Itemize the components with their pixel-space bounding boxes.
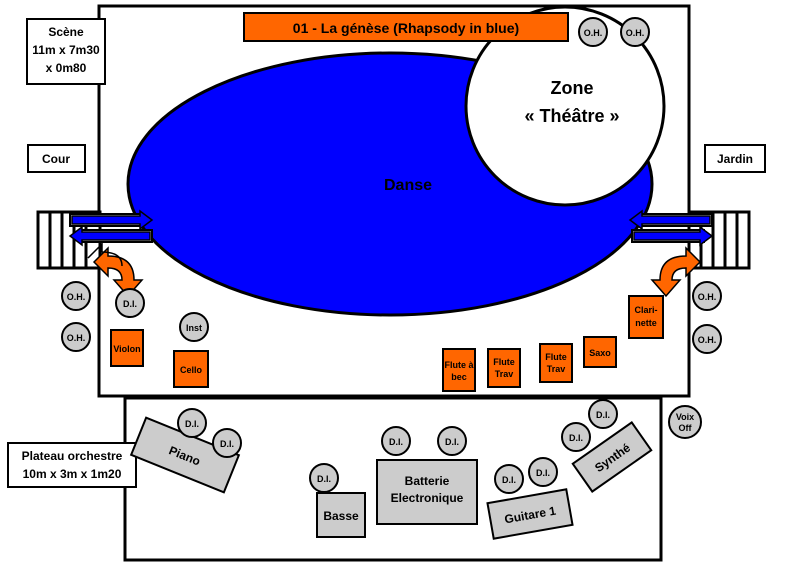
inst-circle: [179, 312, 209, 342]
voix-off-line1: Voix: [676, 412, 694, 422]
drums-box: [376, 459, 478, 525]
saxo-box: [583, 336, 617, 368]
di-label-basse: D.I.: [317, 474, 331, 484]
theatre-zone: [464, 5, 666, 207]
cello-label: Cello: [180, 365, 203, 375]
di-label-guitar-2: D.I.: [536, 468, 550, 478]
theatre-zone-line1: Zone: [551, 78, 594, 98]
voix-off-line2: Off: [679, 423, 693, 433]
clarinette-line1: Clari-: [634, 305, 657, 315]
cello-box: [173, 350, 209, 388]
title-bar: [243, 12, 569, 42]
oh-label-right-2: O.H.: [698, 335, 717, 345]
dance-label: Danse: [384, 177, 432, 194]
entrance-arrows-right: [628, 209, 714, 247]
flute-trav-1-box: [487, 348, 521, 388]
cour-label: Cour: [42, 152, 70, 166]
guitar-group: Guitare 1: [486, 488, 574, 540]
di-circle-synth-1: [588, 399, 618, 429]
saxo-label: Saxo: [589, 348, 611, 358]
basse-box: [316, 492, 366, 538]
basse-label: Basse: [323, 509, 359, 523]
violon-box: [110, 329, 144, 367]
curve-arrows-right: [650, 246, 702, 298]
di-label-piano-2: D.I.: [220, 439, 234, 449]
di-circle-drums-2: [437, 426, 467, 456]
di-label-guitar-1: D.I.: [502, 475, 516, 485]
flute-trav-2-line2: Trav: [547, 364, 566, 374]
oh-circle-top-2: [620, 17, 650, 47]
synth-box: [571, 421, 653, 493]
flute-trav-2-box: [539, 343, 573, 383]
di-label-stage: D.I.: [123, 299, 137, 309]
di-label-drums-1: D.I.: [389, 437, 403, 447]
oh-label-left-1: O.H.: [67, 292, 86, 302]
oh-label-left-2: O.H.: [67, 333, 86, 343]
oh-circle-top-1: [578, 17, 608, 47]
orchestra-info-box: [7, 442, 137, 488]
di-label-drums-2: D.I.: [445, 437, 459, 447]
oh-circle-left-1: [61, 281, 91, 311]
di-label-piano-1: D.I.: [185, 419, 199, 429]
oh-label-top-1: O.H.: [584, 28, 603, 38]
drums-line1: Batterie: [405, 474, 450, 488]
title-text: 01 - La génèse (Rhapsody in blue): [293, 20, 519, 36]
entrance-arrows-left: [68, 209, 154, 247]
scene-info-line1: Scène: [48, 25, 84, 39]
flute-trav-1-line2: Trav: [495, 369, 514, 379]
inst-label: Inst: [186, 323, 202, 333]
oh-label-right-1: O.H.: [698, 292, 717, 302]
flute-trav-1-line1: Flute: [493, 357, 515, 367]
cour-box: [27, 144, 86, 173]
flute-bec-box: [442, 348, 476, 392]
oh-circle-right-1: [692, 281, 722, 311]
oh-circle-left-2: [61, 322, 91, 352]
orchestra-info-line1: Plateau orchestre: [22, 449, 123, 463]
guitar-box: [486, 488, 574, 540]
clarinette-box: [628, 295, 664, 339]
jardin-label: Jardin: [717, 152, 753, 166]
scene-info-box: [26, 18, 106, 85]
di-circle-guitar-2: [528, 457, 558, 487]
orchestra-info-line2: 10m x 3m x 1m20: [23, 467, 122, 481]
flute-bec-line1: Flute à: [444, 360, 474, 370]
oh-circle-right-2: [692, 324, 722, 354]
di-circle-synth-2: [561, 422, 591, 452]
di-circle-guitar-1: [494, 464, 524, 494]
drums-line2: Electronique: [391, 491, 464, 505]
di-circle-piano-2: [212, 428, 242, 458]
di-circle-stage: [115, 288, 145, 318]
scene-info-line3: x 0m80: [46, 61, 87, 75]
di-circle-drums-1: [381, 426, 411, 456]
flute-bec-line2: bec: [451, 372, 467, 382]
di-circle-piano-1: [177, 408, 207, 438]
clarinette-line2: nette: [635, 318, 657, 328]
jardin-box: [704, 144, 766, 173]
flute-trav-2-line1: Flute: [545, 352, 567, 362]
oh-label-top-2: O.H.: [626, 28, 645, 38]
violon-label: Violon: [113, 344, 140, 354]
theatre-zone-line2: « Théâtre »: [524, 106, 619, 126]
di-label-synth-2: D.I.: [569, 433, 583, 443]
di-label-synth-1: D.I.: [596, 410, 610, 420]
scene-info-line2: 11m x 7m30: [32, 43, 100, 57]
voix-off-circle: [668, 405, 702, 439]
